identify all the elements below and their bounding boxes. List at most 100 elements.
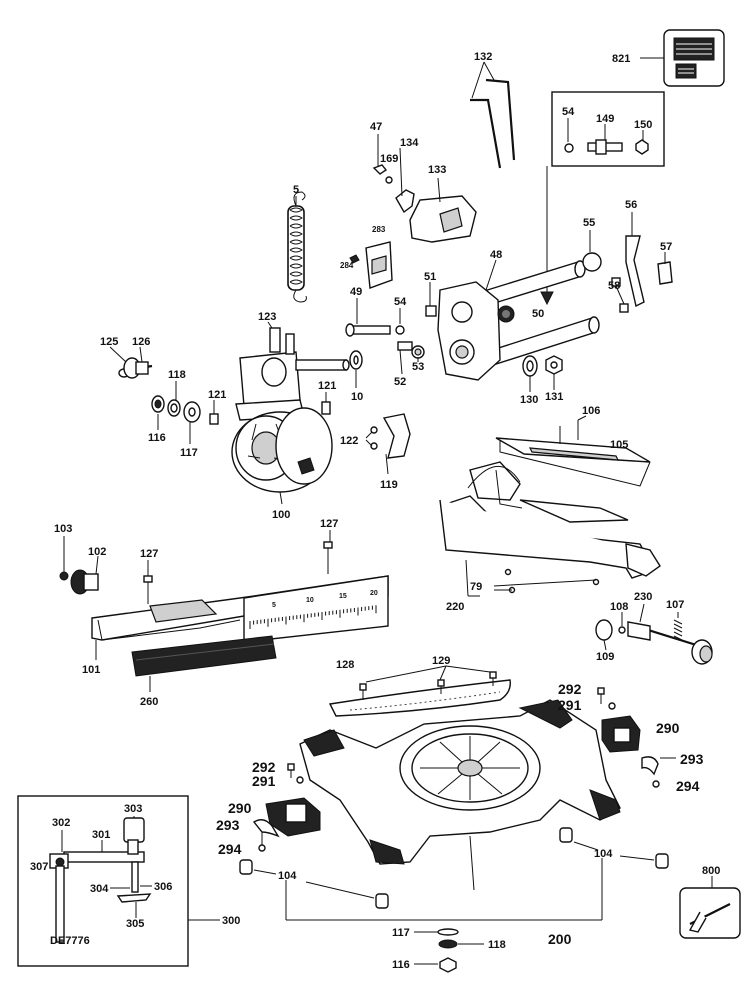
label-294-right: 294	[676, 778, 700, 794]
label-109: 109	[596, 651, 614, 663]
shaft-detail-box	[540, 91, 665, 306]
label-118: 118	[168, 369, 186, 381]
bevel-lock-handle-125	[109, 346, 331, 444]
label-292-left: 292	[252, 759, 276, 775]
label-117: 117	[180, 447, 198, 459]
miter-knob-102	[59, 536, 99, 595]
label-291-right: 291	[558, 697, 582, 713]
fence-scale-label-15: 15	[339, 593, 347, 600]
label-304: 304	[90, 883, 109, 895]
label-102: 102	[88, 546, 106, 558]
label-58: 58	[608, 280, 620, 292]
label-52: 52	[394, 376, 406, 388]
label-122: 122	[340, 435, 358, 447]
fence-scale: 5 10 15 20	[249, 590, 378, 629]
spring-5	[287, 191, 307, 303]
label-56: 56	[625, 199, 637, 211]
label-290-right: 290	[656, 720, 680, 736]
guard-bracket-283	[349, 241, 393, 289]
label-121-left: 121	[208, 389, 226, 401]
label-133: 133	[428, 164, 446, 176]
label-230: 230	[634, 591, 652, 603]
label-117-bottom: 117	[392, 927, 410, 939]
rubber-feet-104	[239, 827, 669, 921]
fence-101	[91, 575, 389, 660]
label-131: 131	[545, 391, 563, 403]
label-127-left: 127	[140, 548, 158, 560]
label-51: 51	[424, 271, 436, 283]
label-132: 132	[474, 51, 492, 63]
label-106: 106	[582, 405, 600, 417]
fence-bolts-127	[143, 530, 333, 604]
label-307: 307	[30, 861, 48, 873]
label-55: 55	[583, 217, 595, 229]
label-104-right: 104	[594, 848, 613, 860]
accessory-800	[679, 876, 741, 939]
label-125: 125	[100, 336, 118, 348]
fence-scale-label-5: 5	[272, 602, 276, 609]
label-300: 300	[222, 915, 240, 927]
label-290-left: 290	[228, 800, 252, 816]
label-116: 116	[148, 432, 166, 444]
fence-facing-260	[131, 635, 277, 692]
label-104-left: 104	[278, 870, 297, 882]
scale-plate-122	[365, 413, 411, 475]
label-284: 284	[340, 261, 354, 270]
label-306: 306	[154, 881, 172, 893]
label-123: 123	[258, 311, 276, 323]
callout-labels: 821 132 54 149 150 47 134 169 133 5 283 …	[30, 51, 720, 971]
nut-washer-130-131	[522, 355, 563, 392]
label-127-right: 127	[320, 518, 338, 530]
kerf-plate-105	[495, 415, 651, 487]
label-49: 49	[350, 286, 362, 298]
label-116-bottom: 116	[392, 959, 410, 971]
label-50: 50	[532, 308, 544, 320]
label-54: 54	[394, 296, 407, 308]
label-134: 134	[400, 137, 419, 149]
label-107: 107	[666, 599, 684, 611]
label-303: 303	[124, 803, 142, 815]
label-54-box: 54	[562, 106, 575, 118]
fence-scale-label-10: 10	[306, 597, 314, 604]
label-48: 48	[490, 249, 502, 261]
clamp-right-290	[597, 687, 676, 788]
label-128: 128	[336, 659, 354, 671]
bevel-housing-100	[231, 321, 350, 505]
label-291-left: 291	[252, 773, 276, 789]
label-101: 101	[82, 664, 100, 676]
label-105: 105	[610, 439, 628, 451]
label-294-left: 294	[218, 841, 242, 857]
label-821: 821	[612, 53, 630, 65]
miter-lock-230	[595, 603, 713, 665]
label-129: 129	[432, 655, 450, 667]
label-150: 150	[634, 119, 652, 131]
label-130: 130	[520, 394, 538, 406]
clamp-left-290	[252, 763, 321, 852]
label-plate-821	[640, 29, 725, 87]
label-de7776: DE7776	[50, 935, 90, 947]
label-100: 100	[272, 509, 290, 521]
label-118-bottom: 118	[488, 939, 506, 951]
label-79: 79	[470, 581, 482, 593]
label-292-right: 292	[558, 681, 582, 697]
base-200	[299, 699, 621, 891]
label-47: 47	[370, 121, 382, 133]
fence-scale-label-20: 20	[370, 590, 378, 597]
label-119: 119	[380, 479, 398, 491]
label-53: 53	[412, 361, 424, 373]
hardware-117-118-116	[414, 928, 484, 973]
label-103: 103	[54, 523, 72, 535]
label-200: 200	[548, 931, 572, 947]
label-126: 126	[132, 336, 150, 348]
label-302: 302	[52, 817, 70, 829]
pivot-shaft-49	[345, 298, 425, 388]
label-10: 10	[351, 391, 363, 403]
switch-handle-group	[372, 134, 477, 243]
label-301: 301	[92, 829, 110, 841]
label-57: 57	[660, 241, 672, 253]
label-800: 800	[702, 865, 720, 877]
label-260: 260	[140, 696, 158, 708]
label-283: 283	[372, 225, 386, 234]
label-5: 5	[293, 184, 299, 196]
